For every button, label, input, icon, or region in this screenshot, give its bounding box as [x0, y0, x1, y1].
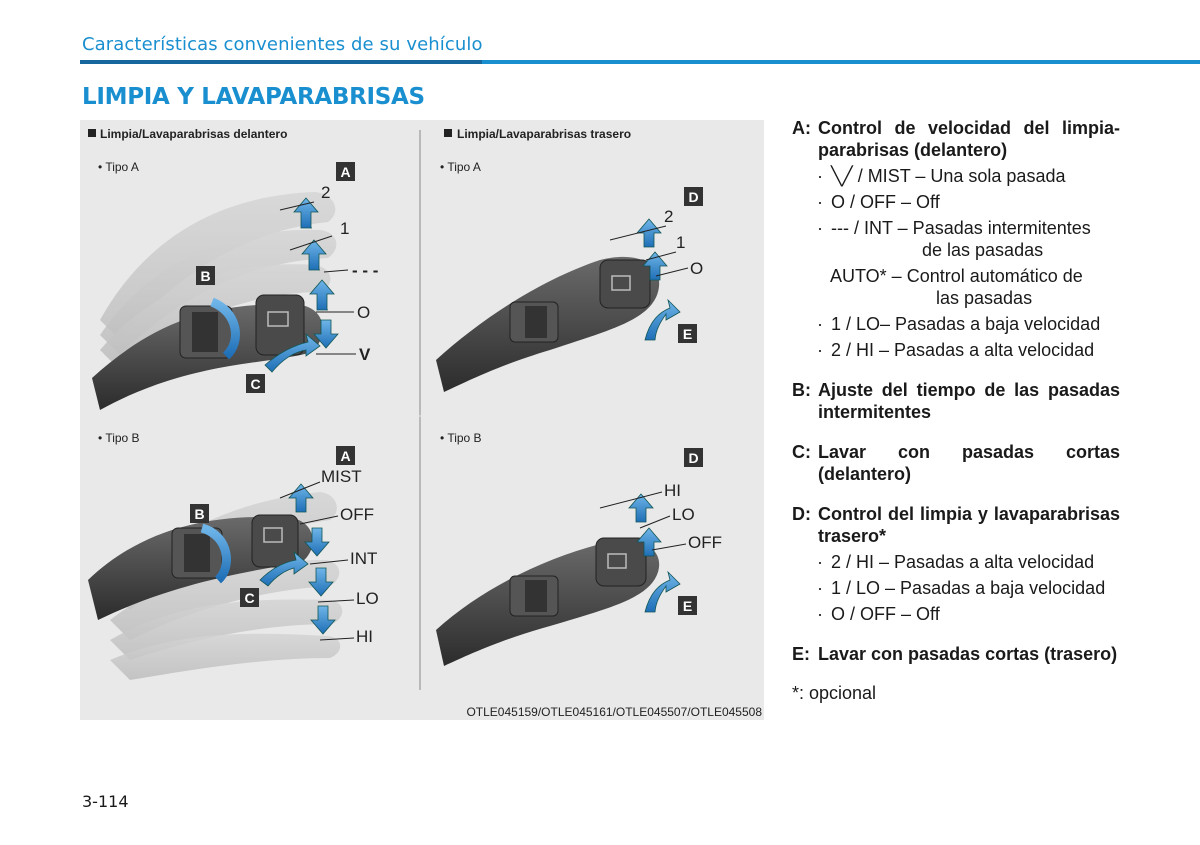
front-a-mist: V — [359, 345, 371, 364]
page-title: LIMPIA Y LAVAPARABRISAS — [82, 84, 425, 110]
front-a-pos1: 1 — [340, 219, 349, 238]
description-a: A: Control de velocidad del limpia-parab… — [792, 117, 1120, 361]
description-e: E: Lavar con pasadas cortas (trasero) — [792, 643, 1120, 665]
svg-text:B: B — [200, 268, 210, 284]
front-b-hi: HI — [356, 627, 373, 646]
a-item-0: · ╲╱ / MIST – Una sola pasada — [814, 165, 1120, 187]
key-e: E: — [792, 643, 818, 665]
d-item-0: · 2 / HI – Pasadas a alta velocidad — [814, 551, 1120, 573]
rear-type-a-label: • Tipo A — [440, 160, 481, 174]
title-rule-accent — [80, 60, 482, 64]
svg-text:E: E — [683, 598, 692, 614]
front-b-mist: MIST — [321, 467, 362, 486]
key-d: D: — [792, 503, 818, 547]
svg-text:D: D — [688, 189, 698, 205]
svg-text:A: A — [340, 164, 350, 180]
front-b-lo: LO — [356, 589, 379, 608]
key-a: A: — [792, 117, 818, 161]
a-item-1: · O / OFF – Off — [814, 191, 1120, 213]
d-item-1: · 1 / LO – Pasadas a baja velocidad — [814, 577, 1120, 599]
wiper-figure: Limpia/Lavaparabrisas delantero Limpia/L… — [80, 120, 764, 720]
title-d: Control del limpia y lavaparabrisas tras… — [818, 503, 1120, 547]
rear-type-b-label: • Tipo B — [440, 431, 482, 445]
rear-type-a-illustration: 2 1 O D E — [436, 187, 703, 392]
rear-type-b-illustration: HI LO OFF D E — [436, 448, 722, 666]
rear-a-pos1: 1 — [676, 233, 685, 252]
svg-text:A: A — [340, 448, 350, 464]
title-c: Lavar con pasadas cortas (delantero) — [818, 441, 1120, 485]
key-b: B: — [792, 379, 818, 423]
svg-text:C: C — [250, 376, 260, 392]
a-item-4: · 1 / LO– Pasadas a baja velocidad — [814, 313, 1120, 335]
title-a: Control de velocidad del limpia-parabris… — [818, 117, 1120, 161]
descriptions: A: Control de velocidad del limpia-parab… — [792, 117, 1120, 704]
rear-a-pos2: 2 — [664, 207, 673, 226]
title-b: Ajuste del tiempo de las pasadas intermi… — [818, 379, 1120, 423]
front-type-a-label: • Tipo A — [98, 160, 139, 174]
rear-b-hi: HI — [664, 481, 681, 500]
rear-b-off: OFF — [688, 533, 722, 552]
d-item-2: · O / OFF – Off — [814, 603, 1120, 625]
svg-text:B: B — [194, 506, 204, 522]
description-b: B: Ajuste del tiempo de las pasadas inte… — [792, 379, 1120, 423]
front-a-off: O — [357, 303, 370, 322]
description-d: D: Control del limpia y lavaparabrisas t… — [792, 503, 1120, 625]
front-b-off: OFF — [340, 505, 374, 524]
rear-heading-marker — [444, 129, 452, 137]
figure-caption: OTLE045159/OTLE045161/OTLE045507/OTLE045… — [466, 705, 762, 719]
a-item-2: · --- / INT – Pasadas intermitentes de l… — [814, 217, 1120, 261]
rear-heading: Limpia/Lavaparabrisas trasero — [457, 127, 631, 141]
front-heading: Limpia/Lavaparabrisas delantero — [100, 127, 287, 141]
svg-text:E: E — [683, 326, 692, 342]
rear-a-off: O — [690, 259, 703, 278]
front-type-b-illustration: MIST OFF INT LO HI A B C — [88, 446, 379, 680]
front-a-pos2: 2 — [321, 183, 330, 202]
front-b-int: INT — [350, 549, 377, 568]
rear-b-lo: LO — [672, 505, 695, 524]
footnote: *: opcional — [792, 683, 1120, 704]
key-c: C: — [792, 441, 818, 485]
description-c: C: Lavar con pasadas cortas (delantero) — [792, 441, 1120, 485]
front-heading-marker — [88, 129, 96, 137]
page-number: 3-114 — [82, 792, 129, 811]
a-item-3: AUTO* – Control automático de las pasada… — [814, 265, 1120, 309]
a-item-5: · 2 / HI – Pasadas a alta velocidad — [814, 339, 1120, 361]
section-title: Características convenientes de su vehíc… — [82, 34, 483, 55]
front-a-int: - - - — [352, 261, 378, 280]
svg-text:C: C — [244, 590, 254, 606]
front-type-b-label: • Tipo B — [98, 431, 140, 445]
title-e: Lavar con pasadas cortas (trasero) — [818, 643, 1120, 665]
svg-text:D: D — [688, 450, 698, 466]
front-type-a-illustration: 2 1 - - - O V A B C — [92, 162, 378, 410]
